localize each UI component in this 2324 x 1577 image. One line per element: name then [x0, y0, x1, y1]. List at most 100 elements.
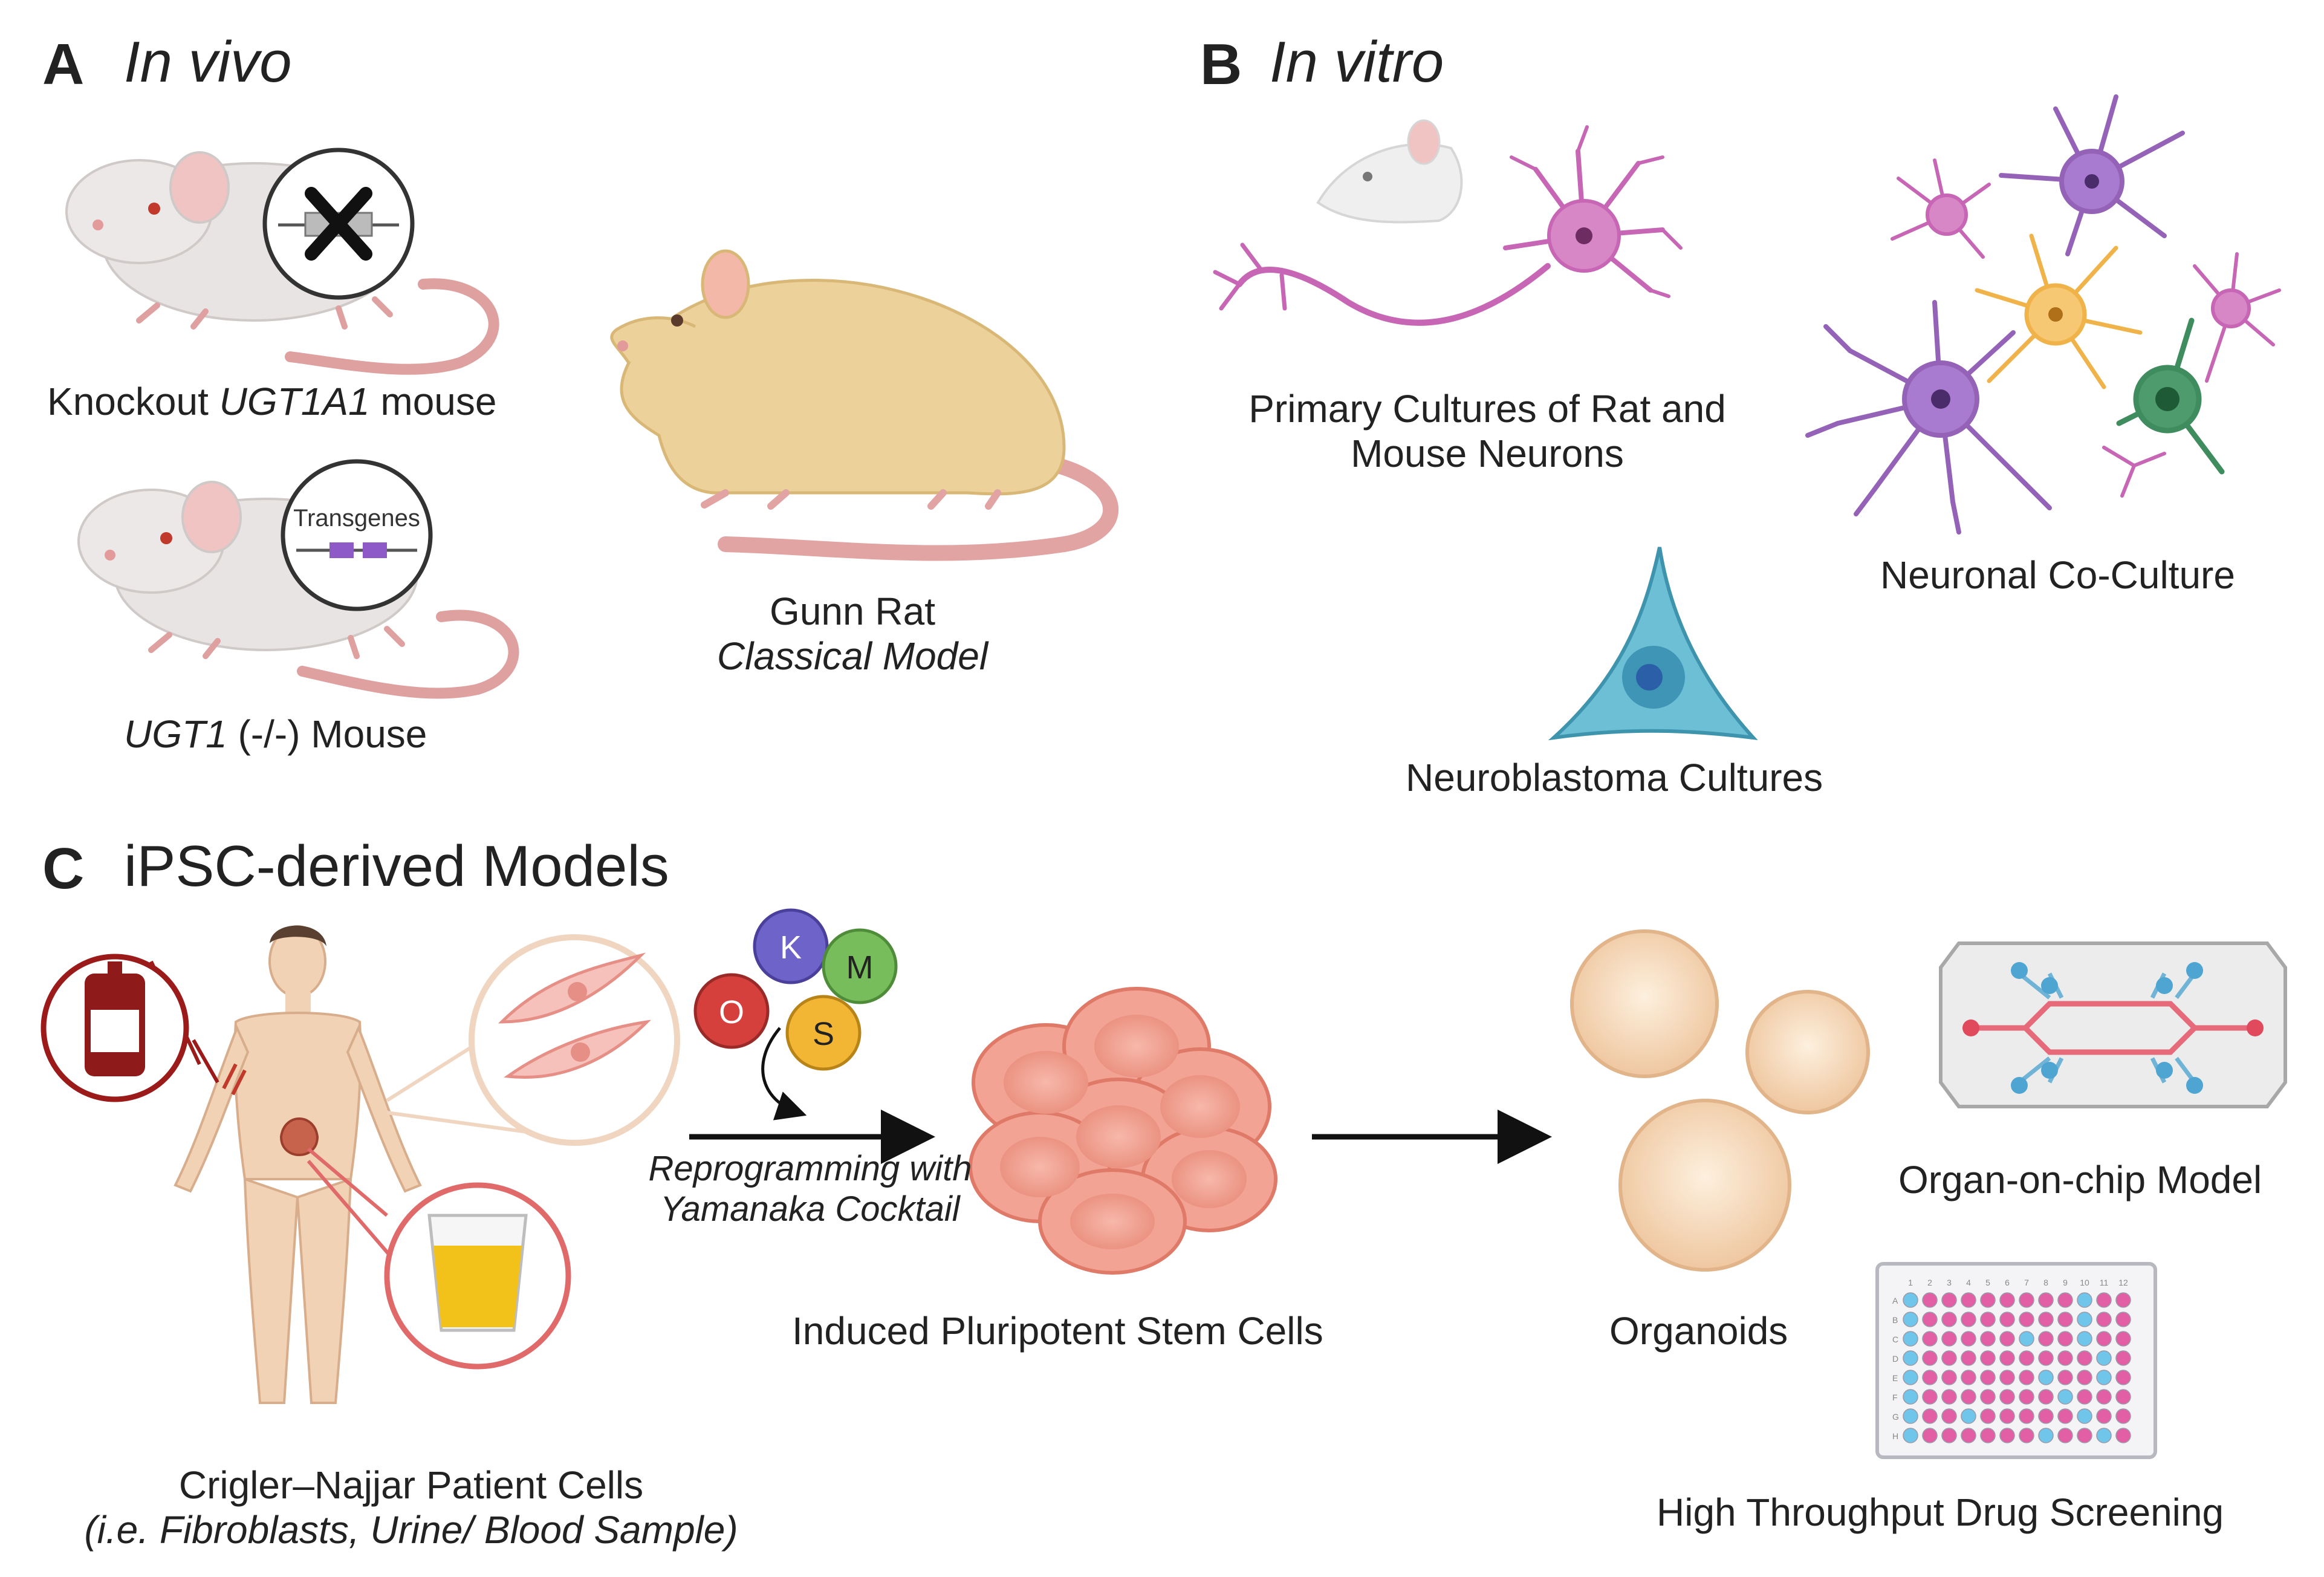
plate-row-label: D — [1892, 1354, 1898, 1364]
reprog-line-2: Yamanaka Cocktail — [660, 1189, 960, 1229]
plate-row-label: A — [1892, 1296, 1898, 1305]
well-plate-wells — [1903, 1292, 2131, 1443]
plate-well — [2019, 1350, 2034, 1366]
plate-well — [1961, 1292, 1976, 1308]
plate-well — [2115, 1408, 2131, 1424]
plate-well — [2019, 1428, 2034, 1443]
organoids-label: Organoids — [1609, 1309, 1788, 1353]
plate-well — [1922, 1370, 1938, 1385]
patient-line-1: Crigler–Najjar Patient Cells — [178, 1463, 644, 1507]
plate-well — [2038, 1312, 2054, 1327]
plate-well — [1980, 1331, 1996, 1347]
gunn-line-1: Gunn Rat — [770, 590, 935, 633]
plate-well — [2038, 1428, 2054, 1443]
plate-well — [2057, 1331, 2073, 1347]
plate-column-label: 4 — [1966, 1278, 1971, 1287]
plate-well — [1980, 1350, 1996, 1366]
plate-well — [1999, 1370, 2015, 1385]
panel-b-title: In vitro — [1270, 30, 1444, 94]
plate-well — [1999, 1428, 2015, 1443]
plate-well — [1903, 1312, 1918, 1327]
plate-well — [1941, 1312, 1957, 1327]
patient-line-2: (i.e. Fibroblasts, Urine/ Blood Sample) — [84, 1507, 738, 1552]
plate-well — [1999, 1292, 2015, 1308]
plate-row-label: F — [1892, 1393, 1898, 1402]
organoids-illustration — [1570, 929, 1870, 1272]
plate-well — [2057, 1370, 2073, 1385]
knockout-suffix: mouse — [369, 380, 497, 423]
neuronal-coculture-label: Neuronal Co-Culture — [1880, 553, 2235, 597]
knockout-prefix: Knockout — [47, 380, 219, 423]
knockout-mouse-label: Knockout UGT1A1 mouse — [47, 380, 496, 424]
plate-well — [2038, 1389, 2054, 1405]
plate-well — [2096, 1408, 2112, 1424]
cross-icon — [305, 187, 372, 261]
plate-well — [2096, 1350, 2112, 1366]
plate-well — [2077, 1428, 2092, 1443]
plate-well — [1980, 1389, 1996, 1405]
plate-well — [2019, 1312, 2034, 1327]
plate-row-label: G — [1892, 1412, 1899, 1422]
plate-well — [2057, 1350, 2073, 1366]
plate-well — [1980, 1292, 1996, 1308]
plate-column-label: 5 — [1985, 1278, 1990, 1287]
plate-well — [2019, 1408, 2034, 1424]
panel-c-letter: C — [42, 836, 85, 901]
plate-well — [2077, 1370, 2092, 1385]
plate-well — [1941, 1389, 1957, 1405]
plate-column-label: 12 — [2118, 1278, 2128, 1287]
panel-a-title: In vivo — [124, 30, 292, 94]
plate-well — [2038, 1408, 2054, 1424]
plate-row-label: H — [1892, 1431, 1898, 1441]
plate-well — [2096, 1331, 2112, 1347]
neuroblastoma-cell-illustration — [1548, 547, 1758, 741]
plate-well — [2057, 1312, 2073, 1327]
panel-b-letter: B — [1200, 32, 1242, 97]
plate-well — [1922, 1331, 1938, 1347]
yamanaka-factors — [693, 908, 898, 1071]
plate-well — [1999, 1389, 2015, 1405]
plate-well — [2077, 1312, 2092, 1327]
plate-well — [1903, 1292, 1918, 1308]
gunn-rat-illustration — [610, 249, 1118, 561]
plate-well — [1999, 1331, 2015, 1347]
factor-o — [693, 973, 770, 1049]
plate-well — [1941, 1331, 1957, 1347]
plate-well — [1961, 1312, 1976, 1327]
plate-well — [1961, 1370, 1976, 1385]
plate-well — [2115, 1389, 2131, 1405]
panel-c-title: iPSC-derived Models — [124, 834, 669, 899]
plate-well — [2096, 1389, 2112, 1405]
plate-well — [1941, 1350, 1957, 1366]
gunn-rat-label: Gunn Rat Classical Model — [707, 590, 998, 678]
human-figure-illustration — [174, 925, 422, 1404]
plate-well — [1922, 1428, 1938, 1443]
plate-well — [2019, 1292, 2034, 1308]
plate-well — [2057, 1428, 2073, 1443]
plate-well — [2096, 1428, 2112, 1443]
blood-bag-callout — [41, 954, 247, 1102]
plate-well — [2096, 1370, 2112, 1385]
plate-well — [2115, 1350, 2131, 1366]
plate-well — [1903, 1428, 1918, 1443]
knockout-gene-badge — [262, 148, 415, 300]
plate-well — [2096, 1312, 2112, 1327]
plate-well — [2096, 1292, 2112, 1308]
plate-well — [2077, 1331, 2092, 1347]
factor-s-label: S — [813, 1016, 834, 1052]
transgenes-badge — [281, 459, 433, 611]
knockout-gene: UGT1A1 — [219, 380, 370, 423]
rat-head-silhouette — [1316, 119, 1463, 224]
plate-well — [1999, 1408, 2015, 1424]
factor-m-label: M — [846, 949, 874, 986]
plate-well — [2115, 1370, 2131, 1385]
plate-column-label: 6 — [2005, 1278, 2010, 1287]
plate-well — [2115, 1331, 2131, 1347]
factor-k — [753, 908, 829, 984]
plate-column-label: 11 — [2100, 1278, 2109, 1287]
plate-well — [1980, 1370, 1996, 1385]
plate-well — [1922, 1312, 1938, 1327]
